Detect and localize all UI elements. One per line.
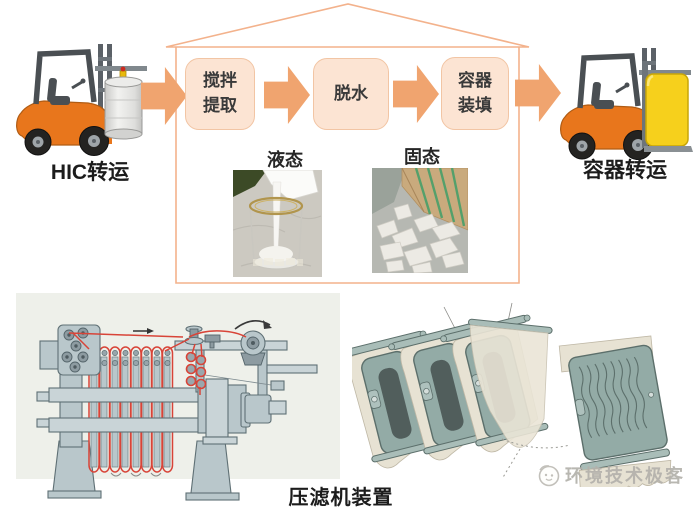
watermark-text: 环境技术极客 [565,466,685,486]
step-box-mixing-extraction: 搅拌 提取 [185,58,255,130]
step-text: 装填 [458,95,492,115]
step-box-dewatering: 脱水 [313,58,389,130]
step-text: 提取 [203,96,237,115]
watermark: 环境技术极客 [536,462,685,488]
membrane-plate [558,335,672,487]
drum-container-icon [104,66,143,140]
filter-cake-photo [372,168,468,273]
liquid-slurry-photo [233,170,322,277]
forklift-right-icon [558,46,693,164]
yellow-container-icon [642,64,693,152]
filter-plate-cloth-illustration [352,302,672,487]
liquid-state-label: 液态 [267,150,303,170]
step-box-container-filling: 容器 装填 [441,57,509,130]
solid-state-label: 固态 [404,147,440,167]
right-transport-label: 容器转运 [583,159,667,182]
step-text: 搅拌 [203,71,237,91]
filter-press-schematic [16,293,340,501]
forklift-left-icon [14,42,149,160]
facility-outline [165,3,530,284]
geek-face-icon [538,465,560,487]
step-text: 容器 [458,70,492,90]
filter-press-caption: 压滤机装置 [288,487,394,509]
left-transport-label: HIC转运 [50,161,130,184]
filter-cloth-loops [88,346,174,473]
step-text: 脱水 [334,83,368,103]
